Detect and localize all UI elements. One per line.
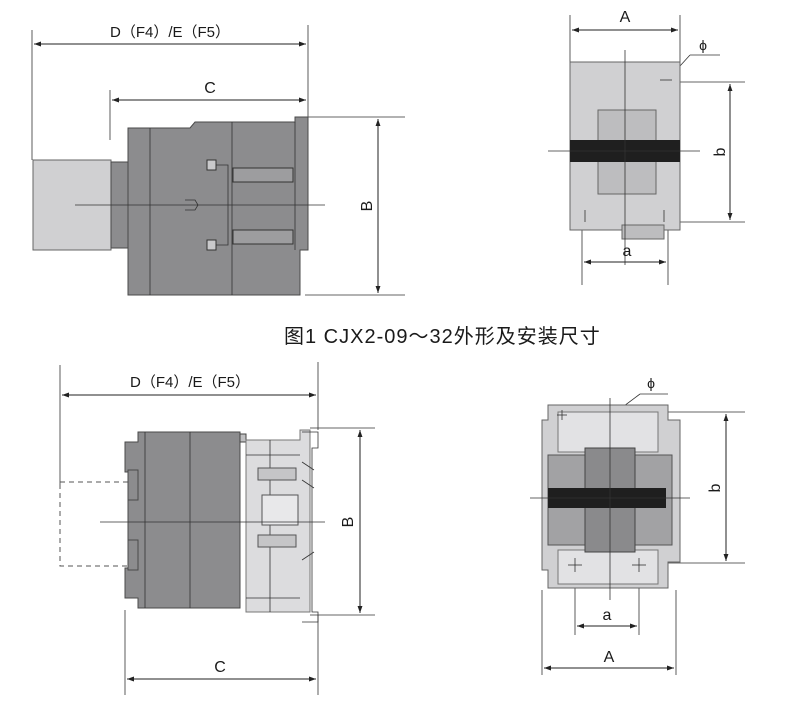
fig1-side-view: D（F4）/E（F5） C B xyxy=(31,24,405,296)
fig2-side-view: D（F4）/E（F5） B C xyxy=(59,362,375,695)
fig1-front-view: A ϕ b a xyxy=(548,9,745,285)
fig2-front-view: ϕ b a A xyxy=(530,375,745,675)
fig2-dim-d-label: D（F4）/E（F5） xyxy=(130,374,250,391)
fig2-dashed-accessory xyxy=(59,481,129,567)
fig1-dim-a-label: A xyxy=(620,9,631,26)
fig1-dim-b-small-label: b xyxy=(712,147,729,156)
fig1-phi-label: ϕ xyxy=(699,37,707,53)
fig2-phi-label: ϕ xyxy=(647,375,655,391)
fig1-dim-c-label: C xyxy=(204,80,216,97)
fig1-dim-b-label: B xyxy=(359,201,376,212)
figure1-caption: 图1 CJX2-09～32外形及安装尺寸 xyxy=(284,325,601,348)
fig2-dim-b-small-label: b xyxy=(707,483,724,492)
fig1-dim-d-label: D（F4）/E（F5） xyxy=(110,24,230,41)
fig2-contactor-body xyxy=(124,431,241,609)
fig2-dim-a-small-label: a xyxy=(603,607,612,624)
fig2-dim-b-label: B xyxy=(340,517,357,528)
fig1-contactor-body xyxy=(127,116,309,296)
fig1-dim-a-small-label: a xyxy=(623,243,632,260)
fig2-dim-c-label: C xyxy=(214,659,226,676)
fig2-dim-a-label: A xyxy=(604,649,615,666)
